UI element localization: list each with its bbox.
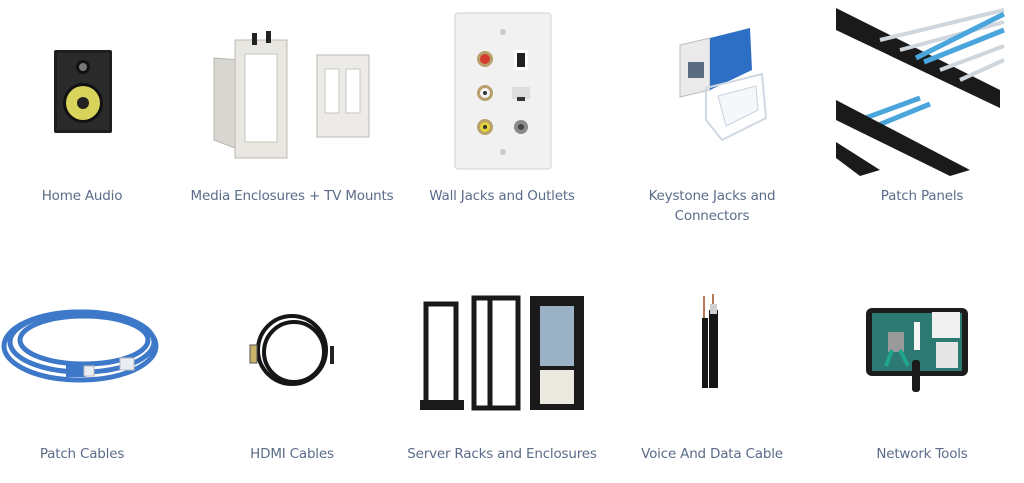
in-wall-speaker-icon xyxy=(0,0,184,178)
coax-cable-icon xyxy=(610,270,814,430)
category-label: Network Tools xyxy=(876,446,968,462)
tool-kit-icon xyxy=(820,270,1024,430)
category-label: Keystone Jacks and Connectors xyxy=(648,188,776,224)
category-voice-data-cable[interactable]: Voice And Data Cable xyxy=(610,270,814,483)
category-label: Media Enclosures + TV Mounts xyxy=(190,188,394,204)
keystone-jack-icon xyxy=(610,0,814,178)
category-patch-cables[interactable]: Patch Cables xyxy=(0,270,184,483)
category-label: Wall Jacks and Outlets xyxy=(429,188,575,204)
category-media-enclosures[interactable]: Media Enclosures + TV Mounts xyxy=(190,0,394,240)
patch-panel-icon xyxy=(820,0,1024,178)
recessed-media-box-icon xyxy=(190,0,394,178)
category-server-racks[interactable]: Server Racks and Enclosures xyxy=(400,270,604,483)
category-label: Patch Panels xyxy=(880,188,964,204)
category-keystone-jacks[interactable]: Keystone Jacks and Connectors xyxy=(610,0,814,240)
wall-plate-icon xyxy=(400,0,604,178)
category-hdmi-cables[interactable]: HDMI Cables xyxy=(190,270,394,483)
category-wall-jacks[interactable]: Wall Jacks and Outlets xyxy=(400,0,604,240)
category-network-tools[interactable]: Network Tools xyxy=(820,270,1024,483)
server-racks-icon xyxy=(400,270,604,430)
category-home-audio[interactable]: Home Audio xyxy=(0,0,184,240)
category-label: Server Racks and Enclosures xyxy=(407,446,597,462)
category-label: Voice And Data Cable xyxy=(641,446,783,462)
hdmi-cable-icon xyxy=(190,270,394,430)
ethernet-cable-icon xyxy=(0,270,184,430)
category-patch-panels[interactable]: Patch Panels xyxy=(820,0,1024,240)
category-label: Patch Cables xyxy=(39,446,125,462)
category-label: HDMI Cables xyxy=(250,446,334,462)
category-label: Home Audio xyxy=(41,188,123,204)
